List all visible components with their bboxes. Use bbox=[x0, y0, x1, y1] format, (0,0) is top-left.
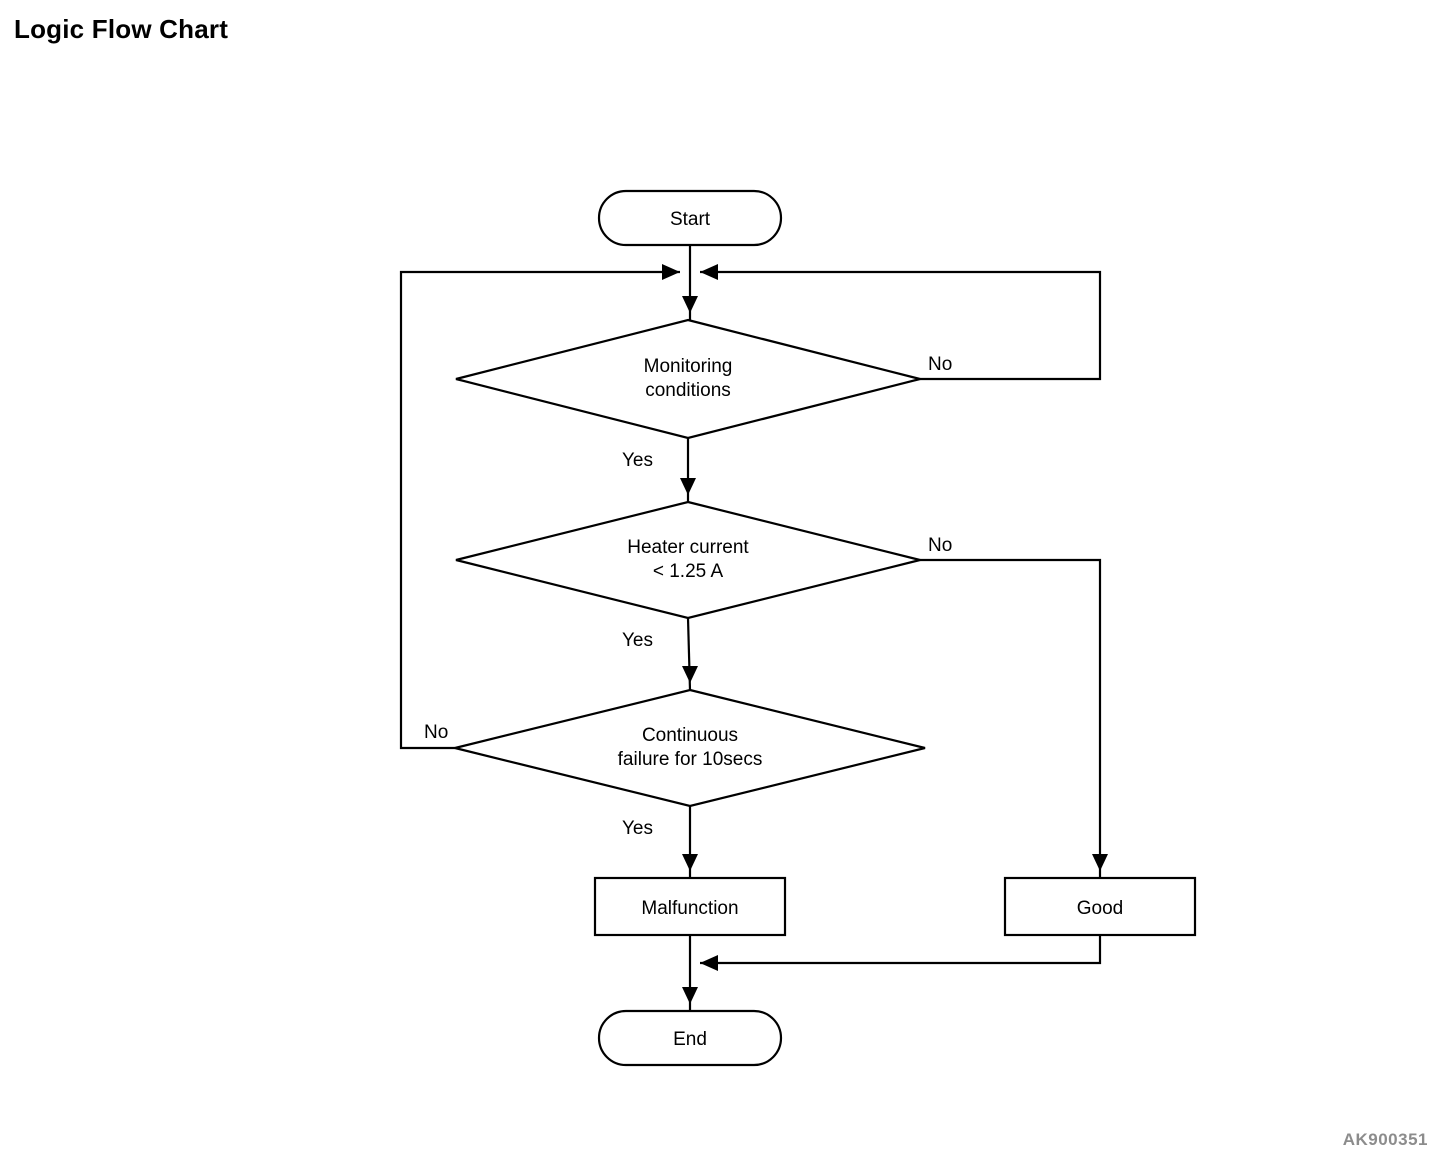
edge-heater-current-no-to-good bbox=[920, 558, 1108, 878]
edge-good-to-end-merge bbox=[700, 935, 1102, 971]
node-start-shape bbox=[597, 189, 783, 247]
edge-label-monitoring-no: No bbox=[928, 354, 952, 375]
edge-label-heater-current-no: No bbox=[928, 535, 952, 556]
edge-heater-current-yes-to-continuous-failure bbox=[682, 617, 698, 691]
edge-label-continuous-failure-no: No bbox=[424, 722, 448, 743]
node-malfunction[interactable]: Malfunction bbox=[593, 876, 787, 937]
node-heater-current[interactable]: Heater current < 1.25 A bbox=[455, 500, 921, 620]
edge-start-to-monitoring bbox=[682, 245, 698, 320]
node-continuous-failure-label-line2: failure for 10secs bbox=[618, 749, 763, 770]
node-monitoring-conditions-label-line2: conditions bbox=[645, 380, 731, 401]
edge-label-heater-current-yes: Yes bbox=[622, 630, 653, 651]
node-end-shape bbox=[597, 1009, 783, 1067]
node-start[interactable]: Start bbox=[597, 189, 783, 247]
node-monitoring-conditions-label-line1: Monitoring bbox=[644, 356, 733, 377]
node-monitoring-conditions[interactable]: Monitoring conditions bbox=[455, 318, 921, 440]
node-continuous-failure-shape bbox=[454, 688, 926, 808]
node-end[interactable]: End bbox=[597, 1009, 783, 1067]
page-title: Logic Flow Chart bbox=[14, 14, 229, 44]
edge-continuous-failure-no-loopback bbox=[399, 264, 680, 750]
node-continuous-failure[interactable]: Continuous failure for 10secs bbox=[454, 688, 926, 808]
edge-monitoring-no-loopback bbox=[700, 264, 1102, 381]
edge-label-monitoring-yes: Yes bbox=[622, 450, 653, 471]
node-heater-current-label-line1: Heater current bbox=[627, 537, 749, 558]
edge-label-continuous-failure-yes: Yes bbox=[622, 818, 653, 839]
edge-monitoring-yes-to-heater-current bbox=[680, 438, 696, 502]
node-malfunction-shape bbox=[593, 876, 787, 937]
node-good-shape bbox=[1003, 876, 1197, 937]
edge-continuous-failure-yes-to-malfunction bbox=[682, 806, 698, 878]
node-end-label: End bbox=[673, 1029, 707, 1050]
node-monitoring-conditions-shape bbox=[455, 318, 921, 440]
node-start-label: Start bbox=[670, 209, 711, 230]
node-continuous-failure-label-line1: Continuous bbox=[642, 725, 738, 746]
watermark-code: AK900351 bbox=[1342, 1130, 1428, 1149]
node-heater-current-label-line2: < 1.25 A bbox=[653, 561, 724, 582]
node-good-label: Good bbox=[1077, 898, 1123, 919]
node-malfunction-label: Malfunction bbox=[641, 898, 738, 919]
edge-malfunction-to-end bbox=[682, 935, 698, 1011]
node-good[interactable]: Good bbox=[1003, 876, 1197, 937]
node-heater-current-shape bbox=[455, 500, 921, 620]
